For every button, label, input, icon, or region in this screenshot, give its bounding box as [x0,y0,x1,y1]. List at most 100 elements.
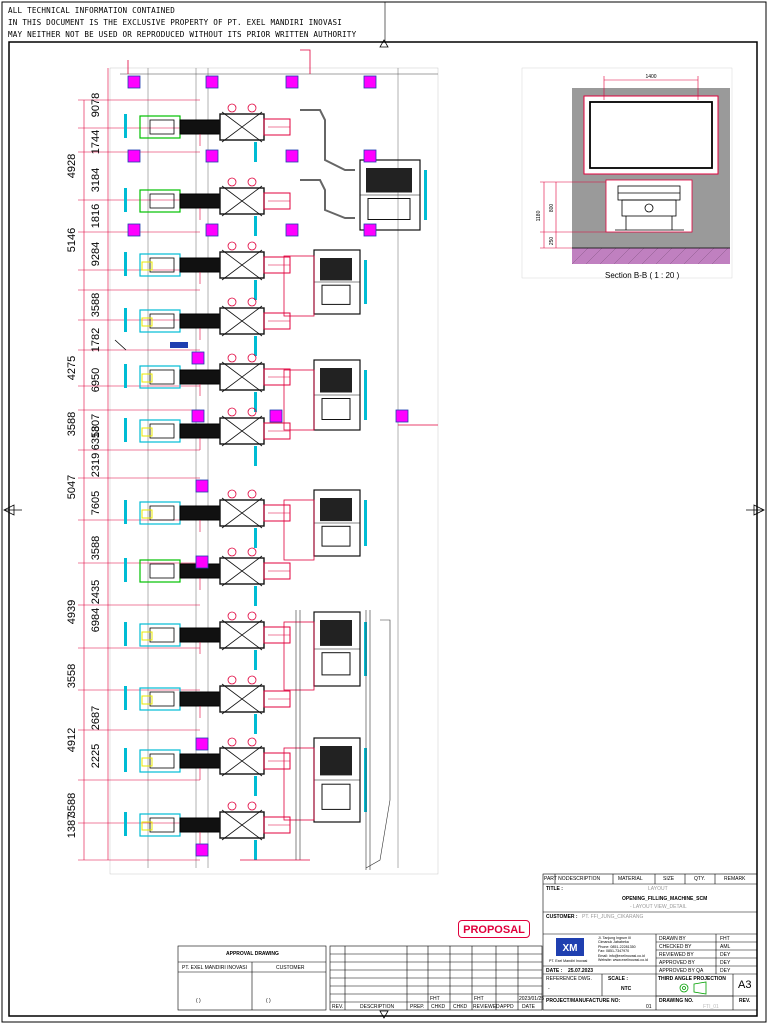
drawing-no-value: FTI_01 [703,1004,719,1010]
column-marker [191,351,205,365]
approval-header: APPROVAL DRAWING [226,951,279,957]
dimension-label: 9078 [90,92,102,118]
role-reviewed-value: DEY [720,952,731,958]
rev-header-description: DESCRIPTION [360,1004,395,1010]
dimension-label: 5047 [66,474,78,500]
column-marker [363,149,377,163]
dimension-label: 2319 [90,452,102,478]
rev-header-date: DATE [522,1004,535,1010]
filling-head [124,353,291,412]
filling-head [124,489,291,548]
column-marker [191,409,205,423]
projection-symbol-icon [679,981,707,995]
part-header-size: SIZE [663,876,675,882]
title-label: TITLE : [546,886,563,892]
approval-signature-2: ( ) [266,998,271,1004]
role-checked-value: AML [720,944,731,950]
rev-value-date: 2023/01/25 [519,996,545,1002]
dimension-label: 1816 [90,203,102,229]
date-value: 25.07.2023 [568,968,594,974]
role-drawn-label: DRAWN BY [659,936,686,942]
packaging-unit [359,159,427,231]
project-value: 01 [646,1004,652,1010]
customer-label: CUSTOMER : [546,914,578,920]
part-header-no: PART NO. [544,876,568,882]
section-height-dim-1: 1180 [536,210,542,221]
dimension-label: 1744 [90,129,102,155]
column-marker [205,75,219,89]
column-marker [395,409,409,423]
dimension-label: 5146 [66,227,78,253]
dimension-label: 3588 [90,292,102,318]
column-marker [195,479,209,493]
rev-label: REV. [739,998,751,1004]
filling-head [124,611,291,670]
notice-line-2: IN THIS DOCUMENT IS THE EXCLUSIVE PROPER… [8,18,343,27]
scale-label: SCALE : [608,976,628,982]
packaging-unit [313,737,367,823]
paper-size: A3 [738,979,752,991]
dimension-label: 4275 [66,355,78,381]
title-sub: LAYOUT [648,886,668,892]
customer-value: PT. FFI_JUNG_CIKARANG [582,914,644,920]
role-drawn-value: FHT [720,936,730,942]
dimension-label: 1782 [90,327,102,353]
rev-header-chkd-1: CHKD [431,1004,446,1010]
approval-company: PT. EXEL MANDIRI INOVASI [182,965,248,971]
part-header-description: DESCRIPTION [566,876,601,882]
section-height-dim-3: 250 [549,237,555,246]
dimension-label: 3558 [66,663,78,689]
filling-head [124,241,291,300]
column-marker [205,223,219,237]
part-header-material: MATERIAL [618,876,643,882]
title-sub-2: - LAYOUT VIEW_DETAIL [630,904,687,910]
filling-head [124,737,291,796]
column-marker [269,409,283,423]
filling-head [124,407,291,466]
dimension-label: 9284 [90,241,102,267]
packaging-unit [313,249,367,315]
dimension-label: 1387 [66,813,78,839]
rev-value-reviewed: FHT [474,996,484,1002]
dimension-label: 3588 [66,411,78,437]
column-marker [127,75,141,89]
centering-arrows [3,39,765,1019]
column-marker [195,737,209,751]
dimension-label: 4939 [66,599,78,625]
dimension-label: 4928 [66,153,78,179]
packaging-unit [313,359,367,431]
approval-signature-1: ( ) [196,998,201,1004]
part-header-qty: QTY. [694,876,706,882]
dimension-label: 3184 [90,167,102,193]
column-marker [363,75,377,89]
packaging-unit [313,611,367,687]
project-label: PROJECT/MANUFACTURE NO: [546,998,621,1004]
date-label: DATE : [546,968,563,974]
revision-table [329,945,543,1011]
role-checked-label: CHECKED BY [659,944,692,950]
approval-customer: CUSTOMER [276,965,305,971]
column-marker [285,223,299,237]
part-header-remark: REMARK [724,876,746,882]
packaging-unit [313,489,367,557]
scale-value: NTC [621,986,632,992]
rev-header-appd: APPD [500,1004,514,1010]
section-width-dim: 1400 [645,74,656,80]
rev-value-prep: FHT [430,996,440,1002]
company-address: Jl. Tanjung Ingrum III Cimanuk Jababeka … [598,936,648,963]
column-marker [195,843,209,857]
rev-header-chkd-2: CHKD [453,1004,468,1010]
filling-head [124,297,291,356]
approval-table [177,945,327,1011]
column-marker [127,223,141,237]
dimension-label: 2225 [90,743,102,769]
svg-text:XM: XM [563,943,578,954]
column-marker [195,555,209,569]
dimension-label: 4912 [66,727,78,753]
role-reviewed-label: REVIEWED BY [659,952,694,958]
dimension-label: 6950 [90,367,102,393]
title-main: OPENING_FILLING_MACHINE_SCM [622,896,708,902]
dimension-label: 7605 [90,490,102,516]
dimension-label: 2687 [90,705,102,731]
